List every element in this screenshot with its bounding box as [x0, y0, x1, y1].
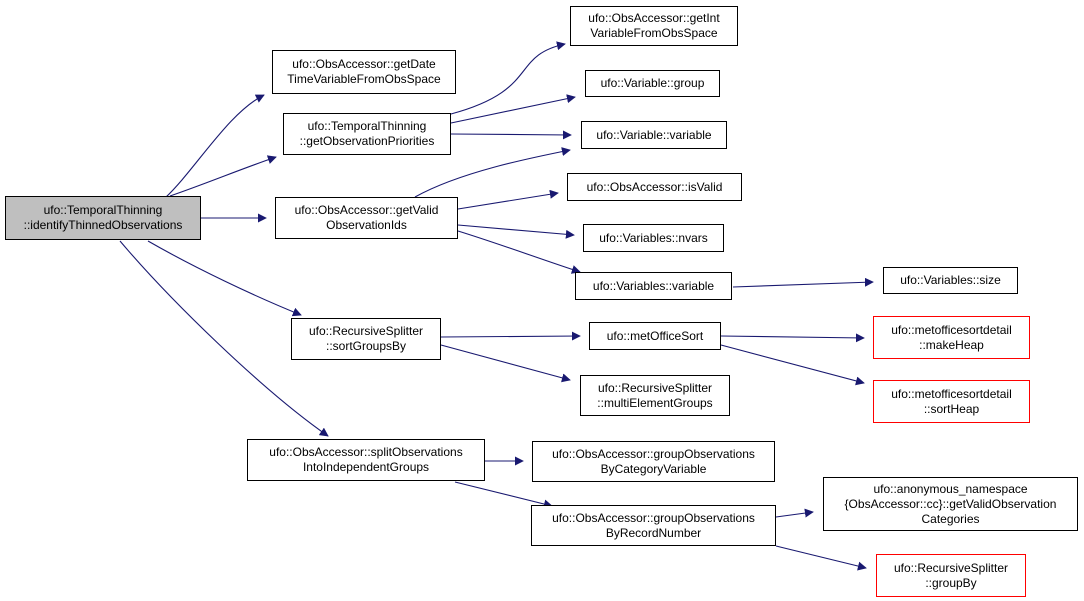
edge-root-to-sortGroupsBy: [147, 240, 302, 317]
edge-metOfficeSort-to-makeHeap: [720, 333, 865, 343]
node-multi-element-groups[interactable]: ufo::RecursiveSplitter ::multiElementGro…: [580, 375, 730, 416]
node-label-line: ::sortHeap: [923, 401, 980, 416]
edge-groupByRec-to-groupBy: [775, 545, 867, 571]
node-variable-variable[interactable]: ufo::Variable::variable: [581, 121, 727, 149]
node-label-line: IntoIndependentGroups: [302, 460, 430, 474]
node-label-line: ByRecordNumber: [605, 525, 702, 540]
edge-getValidObsIds-to-isValid: [457, 189, 559, 210]
node-variables-variable[interactable]: ufo::Variables::variable: [575, 272, 732, 300]
node-label-line: ufo::Variables::nvars: [599, 230, 708, 245]
node-variables-size[interactable]: ufo::Variables::size: [883, 267, 1018, 294]
edge-getValidObsIds-to-nvars: [457, 224, 575, 239]
node-label-line: ufo::metofficesortdetail: [891, 386, 1012, 401]
edge-splitObs-to-groupByRec: [454, 481, 553, 509]
node-split-observations[interactable]: ufo::ObsAccessor::splitObservations Into…: [247, 439, 485, 481]
node-sort-groups-by[interactable]: ufo::RecursiveSplitter ::sortGroupsBy: [291, 318, 441, 360]
node-label-line: ufo::Variable::group: [600, 76, 705, 90]
edge-groupByRec-to-anonCats: [775, 508, 814, 518]
node-label-line: ufo::ObsAccessor::isValid: [586, 179, 723, 194]
node-label-line: ufo::anonymous_namespace: [873, 481, 1028, 496]
edge-root-to-splitObs: [119, 240, 329, 437]
node-label-line: ufo::Variables::size: [900, 273, 1001, 287]
node-get-int-variable[interactable]: ufo::ObsAccessor::getInt VariableFromObs…: [570, 6, 738, 46]
node-label-line: ::groupBy: [925, 575, 977, 590]
edge-root-to-getObsPriorities: [169, 155, 277, 197]
edge-getValidObsIds-to-varVariable: [414, 147, 571, 198]
node-get-valid-observation-ids[interactable]: ufo::ObsAccessor::getValid ObservationId…: [275, 197, 458, 239]
edge-getObsPriorities-to-varGroup: [450, 94, 576, 124]
node-identify-thinned-observations[interactable]: ufo::TemporalThinning ::identifyThinnedO…: [5, 196, 201, 240]
node-is-valid[interactable]: ufo::ObsAccessor::isValid: [567, 173, 742, 201]
node-label-line: ufo::RecursiveSplitter: [308, 324, 424, 338]
node-label-line: ufo::ObsAccessor::groupObservations: [552, 446, 755, 461]
node-get-valid-observation-categories[interactable]: ufo::anonymous_namespace {ObsAccessor::c…: [823, 477, 1078, 531]
node-label-line: ufo::ObsAccessor::getValid: [294, 203, 439, 217]
node-label-line: ufo::ObsAccessor::groupObservations: [552, 510, 755, 525]
node-label-line: ufo::RecursiveSplitter: [597, 380, 713, 395]
node-group-by-record-number[interactable]: ufo::ObsAccessor::groupObservations ByRe…: [531, 505, 776, 546]
node-label-line: ufo::TemporalThinning: [43, 203, 163, 217]
node-label-line: VariableFromObsSpace: [590, 26, 718, 40]
node-make-heap[interactable]: ufo::metofficesortdetail ::makeHeap: [873, 316, 1030, 359]
node-label-line: ufo::metofficesortdetail: [891, 322, 1012, 337]
node-label-line: ::getObservationPriorities: [299, 134, 435, 148]
node-label-line: ObservationIds: [326, 218, 407, 232]
node-label-line: {ObsAccessor::cc}::getValidObservation: [844, 496, 1057, 511]
edge-varsVariable-to-varsSize: [732, 277, 874, 288]
node-label-line: ufo::ObsAccessor::getInt: [588, 11, 720, 25]
node-label-line: ufo::ObsAccessor::getDate: [292, 57, 436, 71]
edge-sortGroupsBy-to-multiElement: [440, 344, 571, 383]
node-label-line: ufo::RecursiveSplitter: [893, 560, 1009, 575]
node-label-line: ufo::metOfficeSort: [606, 328, 704, 343]
node-label-line: ::makeHeap: [919, 337, 984, 352]
node-variables-nvars[interactable]: ufo::Variables::nvars: [583, 224, 724, 252]
edge-getValidObsIds-to-varsVariable: [457, 230, 581, 274]
node-sort-heap[interactable]: ufo::metofficesortdetail ::sortHeap: [873, 380, 1030, 423]
node-label-line: Categories: [921, 511, 980, 526]
node-get-observation-priorities[interactable]: ufo::TemporalThinning ::getObservationPr…: [283, 113, 451, 155]
node-get-date-time-variable[interactable]: ufo::ObsAccessor::getDate TimeVariableFr…: [272, 50, 456, 94]
edge-getObsPriorities-to-varVariable: [450, 130, 572, 140]
edge-metOfficeSort-to-sortHeap: [720, 344, 865, 386]
node-label-line: ufo::ObsAccessor::splitObservations: [269, 445, 463, 459]
node-label-line: TimeVariableFromObsSpace: [287, 72, 441, 86]
node-label-line: ByCategoryVariable: [600, 461, 707, 476]
edge-sortGroupsBy-to-metOfficeSort: [440, 331, 581, 341]
node-label-line: ::identifyThinnedObservations: [23, 218, 183, 232]
node-label-line: ufo::Variables::variable: [592, 278, 715, 293]
node-group-by[interactable]: ufo::RecursiveSplitter ::groupBy: [876, 554, 1026, 597]
edge-getObsPriorities-to-getInt: [450, 41, 566, 115]
node-label-line: ufo::TemporalThinning: [307, 119, 427, 133]
node-met-office-sort[interactable]: ufo::metOfficeSort: [589, 322, 721, 350]
node-group-by-category-variable[interactable]: ufo::ObsAccessor::groupObservations ByCa…: [532, 441, 775, 482]
node-label-line: ufo::Variable::variable: [596, 127, 712, 142]
node-label-line: ::sortGroupsBy: [325, 339, 407, 353]
edge-root-to-getDateTime: [164, 94, 265, 199]
node-variable-group[interactable]: ufo::Variable::group: [585, 70, 720, 97]
node-label-line: ::multiElementGroups: [597, 395, 713, 410]
